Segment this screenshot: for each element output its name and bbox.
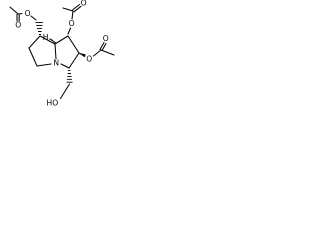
wedge-bond-c2-oxygen <box>79 53 86 58</box>
atom-label-hydroxyl: HO <box>47 99 59 108</box>
bond-top-carbonyl-double-1 <box>71 3 81 11</box>
atom-label-oxygen-right-ester: O <box>86 54 92 63</box>
atom-label-oxygen-right-carbonyl: O <box>103 34 109 43</box>
bond-c2-c3 <box>68 52 80 69</box>
bond-right-methyl <box>100 49 115 56</box>
bond-c7-c6 <box>28 35 41 49</box>
atom-label-oxygen-top-carbonyl: O <box>81 0 87 8</box>
bond-right-carbonyl-double-1 <box>99 41 105 51</box>
bond-c3-n <box>60 63 70 69</box>
bond-right-ester-o-carbon <box>92 49 102 57</box>
hashed-bond-c3-ch2 <box>66 70 73 83</box>
bond-c5-n <box>36 63 52 67</box>
left-acetoxy-group <box>9 6 37 22</box>
bond-top-ester-o-ring <box>67 27 72 35</box>
hashed-bond-c7a-hydrogen <box>49 38 57 44</box>
atom-label-hydrogen-bridgehead: H <box>43 33 49 42</box>
atom-label-oxygen-left-ester: O <box>25 9 31 18</box>
hashed-bond-c7-oxygen <box>35 21 44 36</box>
bond-c6-c5 <box>28 47 38 67</box>
bond-c1-c2 <box>67 35 80 54</box>
top-right-acetoxy-group <box>62 3 82 35</box>
bond-right-carbonyl-double-2 <box>101 42 107 52</box>
bond-top-carbonyl-c-o <box>71 10 74 20</box>
right-acetoxy-group <box>92 41 115 57</box>
bond-left-ester-o-ring <box>30 15 37 21</box>
stereo-bonds <box>35 21 86 83</box>
atom-label-oxygen-top-ester: O <box>69 19 75 28</box>
bond-top-carbonyl-double-2 <box>73 5 82 13</box>
atom-labels: O O O O O O H N HO <box>15 0 109 108</box>
atom-label-oxygen-left-carbonyl: O <box>15 21 21 30</box>
bond-c7a-n <box>54 43 57 60</box>
molecule-structure-diagram: O O O O O O H N HO <box>9 0 115 108</box>
bond-c7-c7a <box>39 35 56 45</box>
bond-ch2-oh <box>59 83 71 100</box>
bond-c7a-c1 <box>54 35 69 45</box>
hydroxymethyl-group <box>59 83 71 100</box>
pyrrolizidine-ring-skeleton <box>28 35 86 69</box>
bond-left-methyl <box>9 6 19 15</box>
atom-label-nitrogen: N <box>53 59 59 68</box>
bond-top-methyl <box>62 7 74 12</box>
